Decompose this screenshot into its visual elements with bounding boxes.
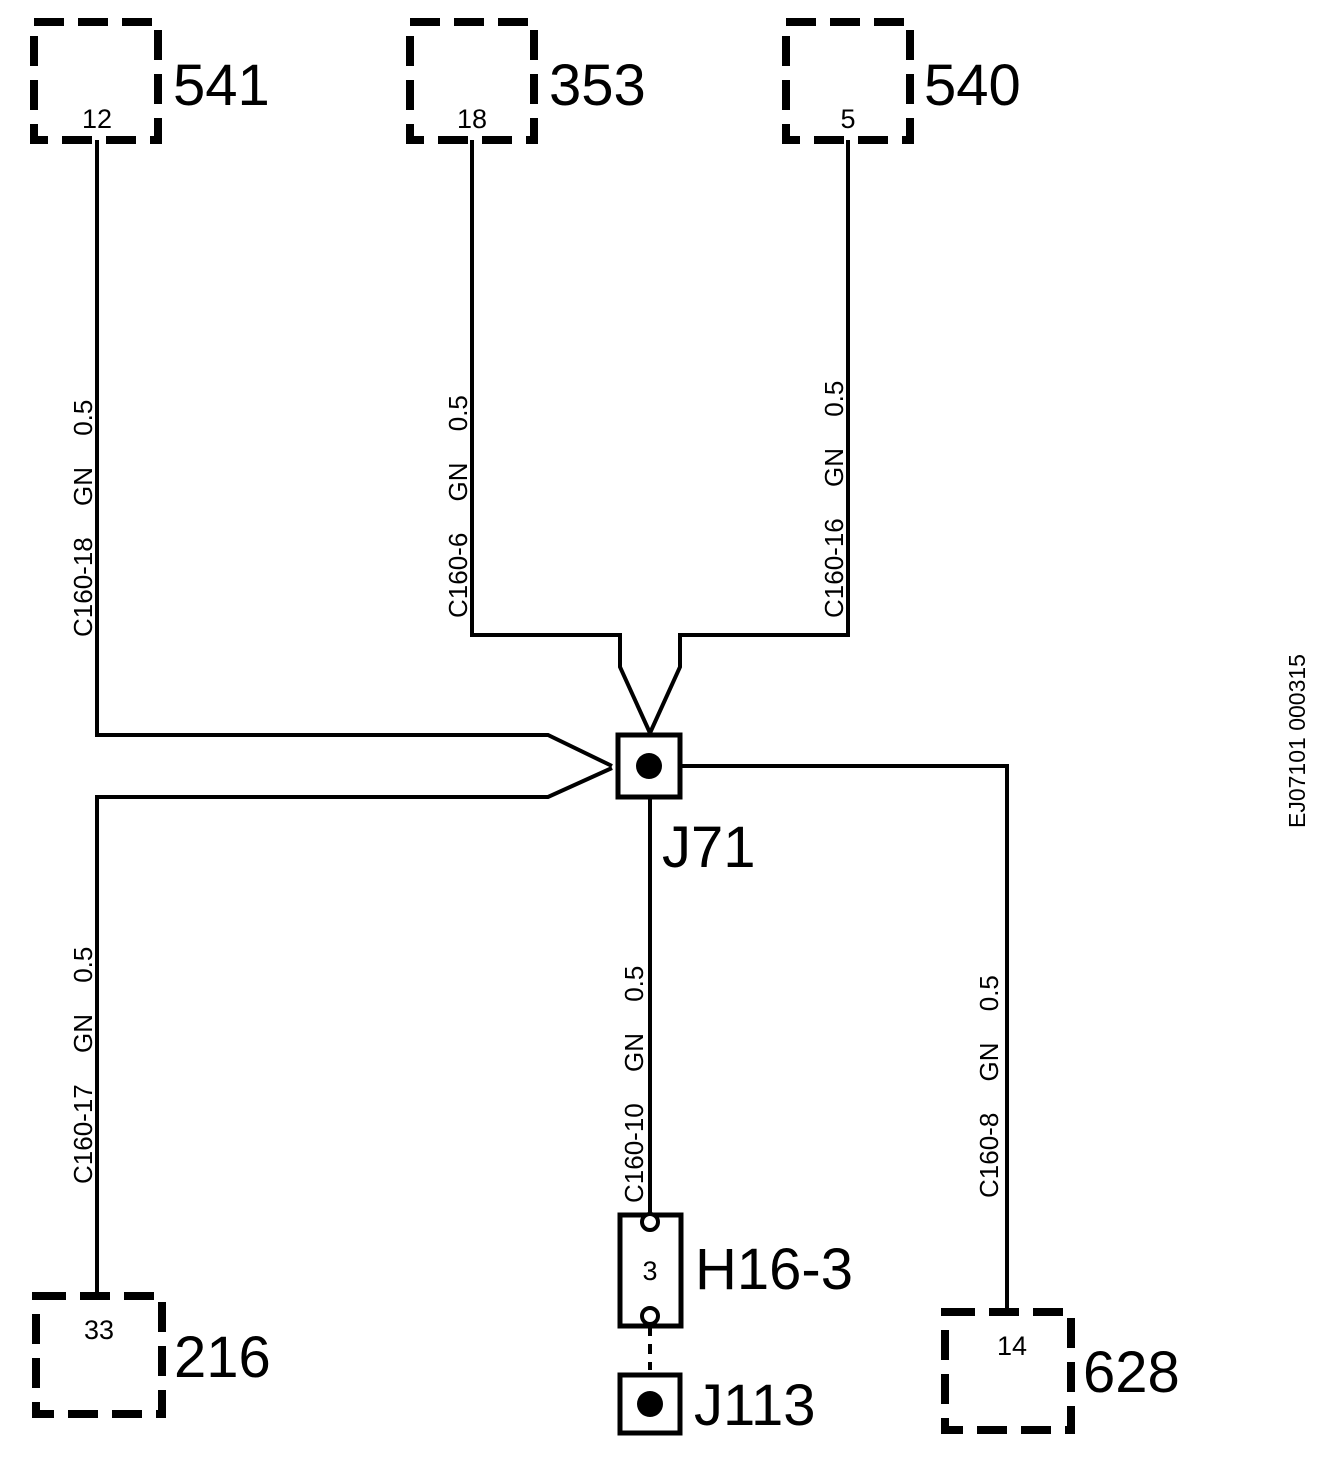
ground-j113: J113 xyxy=(617,1372,815,1438)
module-box xyxy=(406,18,538,144)
ground-label: J113 xyxy=(694,1373,815,1438)
svg-text:C160-8 GN 0.5: C160-8 GN 0.5 xyxy=(974,975,1004,1198)
module-id-label: 541 xyxy=(173,53,270,118)
wire-size-label: 0.5 xyxy=(974,975,1004,1011)
figure-id-label: EJ07101 000315 xyxy=(1284,654,1310,828)
wire-c160-16 xyxy=(648,140,850,734)
splice-box xyxy=(615,732,683,800)
connector-terminal-bottom xyxy=(640,1306,660,1326)
module-id-label: 353 xyxy=(549,53,646,118)
connector-terminal-top xyxy=(640,1212,660,1232)
module-box xyxy=(941,1308,1075,1434)
wire-label-c160-16: C160-16 GN 0.5 xyxy=(819,381,849,618)
wire-size-label: 0.5 xyxy=(68,947,98,983)
wire-circuit-label: C160-17 xyxy=(68,1084,98,1184)
splice-j71: J71 xyxy=(615,732,756,880)
module-pin-label: 33 xyxy=(84,1315,114,1345)
wire-size-label: 0.5 xyxy=(619,966,649,1002)
wire-c160-6 xyxy=(470,140,652,734)
wire-color-label: GN xyxy=(619,1033,649,1072)
wire-circuit-label: C160-6 xyxy=(443,533,473,618)
module-pin-label: 5 xyxy=(840,104,855,134)
wire-c160-17 xyxy=(95,766,613,1296)
wire-label-c160-8: C160-8 GN 0.5 xyxy=(974,975,1004,1198)
module-353: 18 353 xyxy=(406,18,646,144)
svg-text:C160-17 GN 0.5: C160-17 GN 0.5 xyxy=(68,947,98,1184)
wire-size-label: 0.5 xyxy=(443,395,473,431)
wire-circuit-label: C160-8 xyxy=(974,1113,1004,1198)
module-pin-label: 18 xyxy=(457,104,487,134)
wire-size-label: 0.5 xyxy=(68,400,98,436)
wire-color-label: GN xyxy=(974,1042,1004,1081)
wire-label-c160-6: C160-6 GN 0.5 xyxy=(443,395,473,618)
wire-color-label: GN xyxy=(68,467,98,506)
module-id-label: 628 xyxy=(1083,1340,1180,1405)
wire-color-label: GN xyxy=(443,462,473,501)
wire-circuit-label: C160-18 xyxy=(68,537,98,637)
wire-color-label: GN xyxy=(68,1014,98,1053)
module-box xyxy=(32,1292,166,1418)
wire-c160-8 xyxy=(682,764,1009,1312)
svg-text:C160-16 GN 0.5: C160-16 GN 0.5 xyxy=(819,381,849,618)
wire-c160-18 xyxy=(95,140,613,768)
module-628: 14 628 xyxy=(941,1308,1180,1434)
splice-label: J71 xyxy=(662,815,756,880)
connector-h16-3: 3 H16-3 xyxy=(617,1212,853,1329)
wire-label-c160-10: C160-10 GN 0.5 xyxy=(619,966,649,1203)
module-pin-label: 12 xyxy=(82,104,112,134)
wire-size-label: 0.5 xyxy=(819,381,849,417)
svg-text:C160-18 GN 0.5: C160-18 GN 0.5 xyxy=(68,400,98,637)
module-540: 5 540 xyxy=(782,18,1021,144)
ground-dot xyxy=(637,1391,663,1417)
wire-circuit-label: C160-16 xyxy=(819,518,849,618)
connector-pin-label: 3 xyxy=(642,1256,657,1286)
wire-label-c160-17: C160-17 GN 0.5 xyxy=(68,947,98,1184)
connector-label: H16-3 xyxy=(695,1237,853,1302)
wire-label-c160-18: C160-18 GN 0.5 xyxy=(68,400,98,637)
wire-color-label: GN xyxy=(819,448,849,487)
svg-text:C160-10 GN 0.5: C160-10 GN 0.5 xyxy=(619,966,649,1203)
module-box xyxy=(782,18,914,144)
wire-circuit-label: C160-10 xyxy=(619,1103,649,1203)
splice-dot xyxy=(636,753,662,779)
module-id-label: 216 xyxy=(174,1325,271,1390)
module-541: 12 541 xyxy=(30,18,270,144)
figure-reference: EJ07101 000315 xyxy=(1284,654,1310,828)
module-box xyxy=(30,18,162,144)
svg-text:C160-6 GN 0.5: C160-6 GN 0.5 xyxy=(443,395,473,618)
wires xyxy=(95,140,1009,1370)
module-id-label: 540 xyxy=(924,53,1021,118)
module-216: 33 216 xyxy=(32,1292,271,1418)
module-pin-label: 14 xyxy=(997,1331,1027,1361)
